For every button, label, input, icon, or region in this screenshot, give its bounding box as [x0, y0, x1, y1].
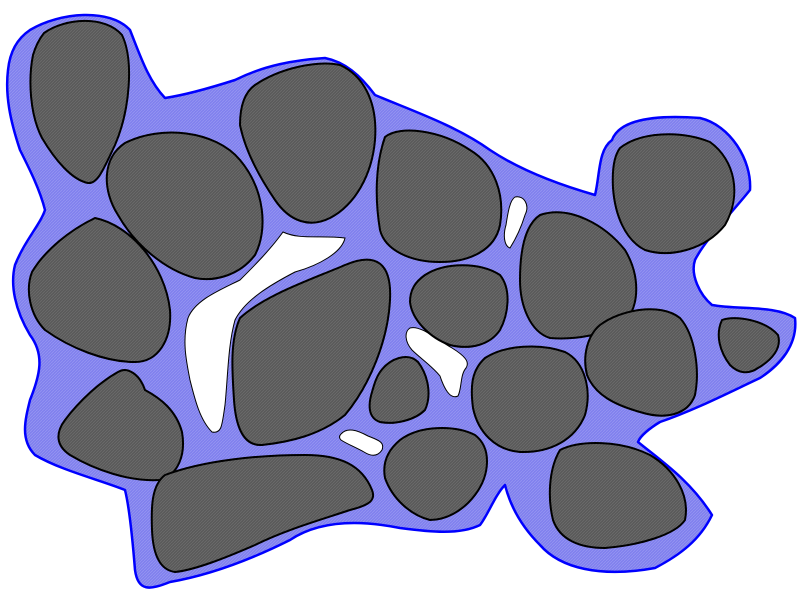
grain — [550, 443, 686, 548]
grain — [613, 134, 735, 253]
grain — [472, 346, 588, 452]
grain — [152, 455, 373, 572]
